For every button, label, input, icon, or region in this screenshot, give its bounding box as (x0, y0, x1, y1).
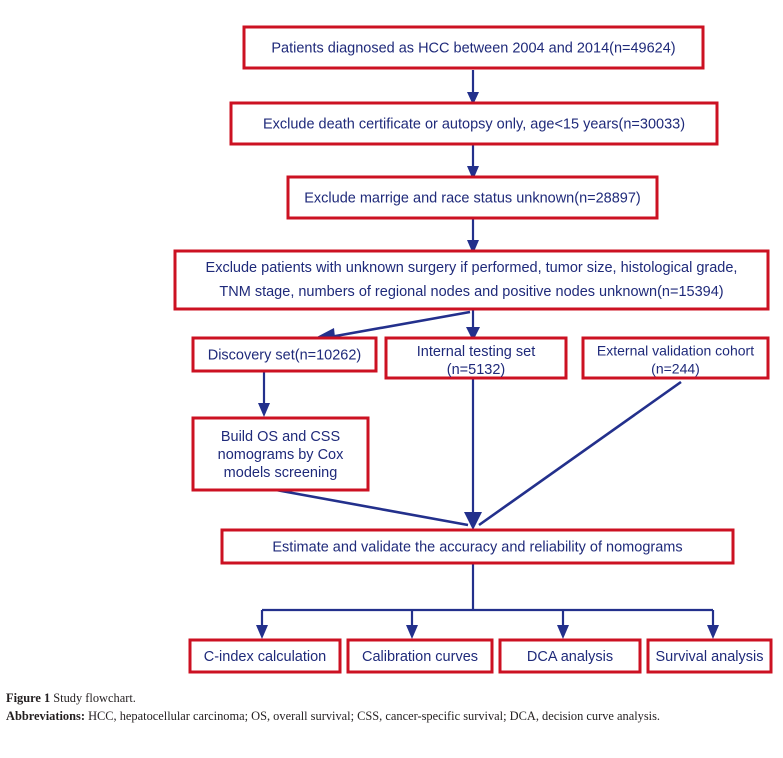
arrowhead-marriage (467, 166, 479, 180)
arrowhead-c-index (256, 625, 268, 639)
node-c-index-box[interactable] (188, 638, 342, 674)
node-exclude-death-cert-box[interactable] (229, 101, 719, 146)
node-exclude-marriage-race-box[interactable] (286, 175, 659, 220)
caption-title-line: Figure 1 Study flowchart. (6, 690, 777, 708)
arrowhead-dca (557, 625, 569, 639)
arrowhead-estimate (464, 512, 482, 530)
node-cohort-initial-box[interactable] (242, 25, 705, 70)
node-exclude-marriage-race-label: Exclude marrige and race status unknown(… (304, 190, 641, 206)
node-build-nomograms-box[interactable] (191, 416, 370, 492)
connector-layer (256, 70, 719, 639)
node-exclude-death-cert-label: Exclude death certificate or autopsy onl… (263, 116, 685, 132)
node-dca-analysis-label: DCA analysis (527, 649, 613, 665)
node-discovery-set-label: Discovery set(n=10262) (208, 347, 362, 363)
node-c-index[interactable]: C-index calculation (188, 638, 342, 674)
node-internal-testing-set-label-line1: Internal testing set (417, 344, 536, 360)
node-c-index-label: C-index calculation (204, 649, 327, 665)
node-external-validation-cohort-label-line2: (n=244) (651, 361, 700, 377)
arrowhead-survival (707, 625, 719, 639)
node-estimate-validate[interactable]: Estimate and validate the accuracy and r… (220, 528, 735, 565)
figure-caption: Figure 1 Study flowchart. Abbreviations:… (0, 690, 783, 726)
figure-label: Figure 1 (6, 691, 51, 705)
node-dca-analysis-box[interactable] (498, 638, 642, 674)
abbreviations-text: HCC, hepatocellular carcinoma; OS, overa… (88, 708, 661, 723)
node-survival-analysis-box[interactable] (646, 638, 773, 674)
node-calibration-curves-box[interactable] (346, 638, 494, 674)
node-discovery-set[interactable]: Discovery set(n=10262) (191, 336, 378, 373)
caption-divider (0, 686, 783, 687)
node-exclude-death-cert[interactable]: Exclude death certificate or autopsy onl… (229, 101, 719, 146)
node-cohort-initial[interactable]: Patients diagnosed as HCC between 2004 a… (242, 25, 705, 70)
node-cohort-initial-label: Patients diagnosed as HCC between 2004 a… (271, 40, 675, 56)
node-external-validation-cohort-label-line1: External validation cohort (597, 343, 754, 359)
edge-build-to-estimate (275, 488, 469, 527)
abbreviations-label: Abbreviations: (6, 708, 85, 723)
node-estimate-validate-box[interactable] (220, 528, 735, 565)
node-build-nomograms[interactable]: Build OS and CSS nomograms by Cox models… (191, 416, 370, 492)
node-survival-analysis[interactable]: Survival analysis (646, 638, 773, 674)
arrowhead-internal (466, 327, 480, 341)
node-calibration-curves[interactable]: Calibration curves (346, 638, 494, 674)
flowchart-canvas: Patients diagnosed as HCC between 2004 a… (173, 25, 773, 674)
node-internal-testing-set-box[interactable] (384, 336, 568, 380)
node-calibration-curves-label: Calibration curves (362, 649, 478, 665)
node-build-nomograms-label-line3: models screening (224, 465, 338, 481)
arrowhead-build (258, 403, 270, 417)
arrowhead-exclude-death (467, 92, 479, 105)
flowchart-figure: Patients diagnosed as HCC between 2004 a… (173, 25, 773, 674)
node-exclude-marriage-race[interactable]: Exclude marrige and race status unknown(… (286, 175, 659, 220)
node-internal-testing-set[interactable]: Internal testing set (n=5132) (384, 336, 568, 380)
node-internal-testing-set-label-line2: (n=5132) (447, 362, 505, 378)
node-exclude-unknown-box[interactable] (173, 249, 770, 311)
arrowhead-unknown (467, 240, 479, 254)
caption-abbreviations-line: Abbreviations: HCC, hepatocellular carci… (6, 708, 777, 726)
edge-external-to-estimate (478, 380, 682, 527)
node-external-validation-cohort-box[interactable] (581, 336, 770, 380)
node-build-nomograms-label-line1: Build OS and CSS (221, 429, 340, 445)
edge-unknown-to-discovery (329, 310, 471, 339)
node-exclude-unknown-label-line2: TNM stage, numbers of regional nodes and… (219, 284, 723, 300)
node-estimate-validate-label: Estimate and validate the accuracy and r… (272, 539, 682, 555)
node-build-nomograms-label-line2: nomograms by Cox (218, 447, 344, 463)
node-exclude-unknown-label-line1: Exclude patients with unknown surgery if… (206, 260, 738, 276)
node-survival-analysis-label: Survival analysis (656, 649, 764, 665)
node-discovery-set-box[interactable] (191, 336, 378, 373)
arrowhead-calibration (406, 625, 418, 639)
node-dca-analysis[interactable]: DCA analysis (498, 638, 642, 674)
node-exclude-unknown[interactable]: Exclude patients with unknown surgery if… (173, 249, 770, 311)
node-external-validation-cohort[interactable]: External validation cohort (n=244) (581, 336, 770, 380)
figure-title: Study flowchart. (53, 691, 136, 705)
